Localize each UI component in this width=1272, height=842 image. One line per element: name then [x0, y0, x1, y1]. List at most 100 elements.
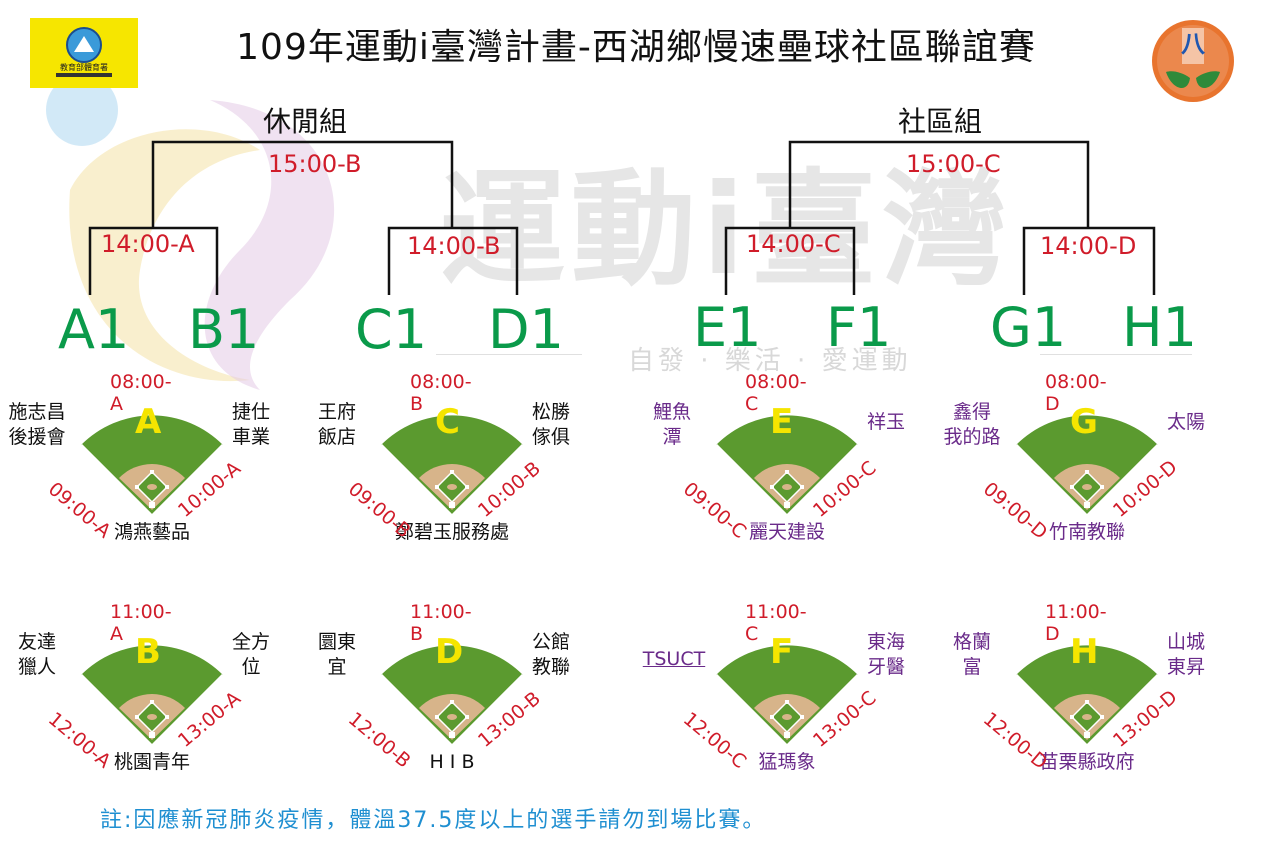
baseball-field-icon	[79, 645, 225, 748]
field-left-team-line: 飯店	[317, 426, 356, 448]
field-left-team-line: 鯉魚	[652, 401, 691, 423]
field-right-team: 祥玉	[857, 410, 915, 435]
watermark: 運動i臺灣	[440, 158, 1013, 303]
field-left-team-line: 獵人	[17, 656, 56, 678]
semi-time-c: 14:00-C	[746, 230, 841, 258]
field-left-team: 鑫得我的路	[937, 400, 1007, 450]
field-right-team-line: 松勝	[531, 401, 570, 423]
field-left-team-line: 圜東	[317, 631, 356, 653]
team-h1: H1	[1122, 296, 1197, 359]
final-time-leisure: 15:00-B	[268, 150, 362, 178]
field-bottom-team: 鴻燕藝品	[113, 521, 190, 543]
field-left-team-line: 宜	[327, 656, 347, 678]
field-left-team: 友達獵人	[2, 630, 72, 680]
field-left-team: 王府飯店	[302, 400, 372, 450]
baseball-field-icon	[714, 645, 860, 748]
field-right-team-line: 教聯	[531, 656, 570, 678]
field-letter: D	[435, 632, 464, 672]
field-letter: H	[1070, 632, 1099, 672]
field-right-team-line: 祥玉	[866, 411, 905, 433]
field-right-team: 松勝傢俱	[522, 400, 580, 450]
field-bottom-team: 苗栗縣政府	[1039, 751, 1135, 773]
field-right-team-line: 東海	[866, 631, 905, 653]
field-left-team-line: 潭	[662, 426, 682, 448]
field-letter: F	[770, 632, 794, 672]
field-letter: A	[135, 402, 162, 442]
field-right-team-line: 山城	[1166, 631, 1205, 653]
baseball-field-icon	[79, 415, 225, 518]
field-left-team-line: 鑫得	[952, 401, 991, 423]
field-left-team-line: 我的路	[943, 426, 1001, 448]
field-bottom-team: 猛瑪象	[758, 751, 816, 773]
team-e1: E1	[693, 296, 762, 359]
ministry-logo-text: 教育部體育署	[60, 63, 108, 72]
field-left-team-line: 富	[962, 656, 982, 678]
team-g1: G1	[990, 296, 1067, 359]
field-right-team-line: 捷仕	[231, 401, 270, 423]
field-top-time: 11:00-B	[410, 601, 472, 645]
field-left-team-line: 王府	[317, 401, 356, 423]
group-title-leisure: 休閒組	[263, 105, 348, 138]
field-top-time: 11:00-A	[110, 601, 172, 645]
field-left-team: TSUCT	[639, 647, 709, 672]
team-b1: B1	[188, 298, 260, 361]
field-top-time: 08:00-C	[745, 371, 807, 415]
field-right-team-line: 位	[241, 656, 261, 678]
team-f1: F1	[826, 296, 892, 359]
semi-time-a: 14:00-A	[101, 230, 195, 258]
field-right-team: 東海牙醫	[857, 630, 915, 680]
baseball-field-icon	[1014, 415, 1160, 518]
field-right-team: 捷仕車業	[222, 400, 280, 450]
watermark-line-2	[1040, 354, 1192, 355]
note: 註:因應新冠肺炎疫情，體溫37.5度以上的選手請勿到場比賽。	[100, 808, 767, 833]
final-time-community: 15:00-C	[906, 150, 1001, 178]
field-letter: B	[135, 632, 161, 672]
field-left-team-line: 施志昌	[8, 401, 66, 423]
baseball-field-icon	[1014, 645, 1160, 748]
field-bottom-team: 桃園青年	[113, 751, 190, 773]
team-d1: D1	[488, 298, 564, 361]
field-left-team-line: 友達	[17, 631, 56, 653]
field-right-team-line: 公館	[531, 631, 570, 653]
semi-time-b: 14:00-B	[407, 232, 501, 260]
field-bottom-team: H I B	[429, 751, 475, 773]
background-swirl	[46, 74, 335, 390]
team-c1: C1	[355, 298, 428, 361]
township-logo-text: 八	[1181, 30, 1205, 58]
field-top-time: 08:00-D	[1045, 371, 1107, 415]
field-letter: G	[1070, 402, 1098, 442]
field-right-team-line: 牙醫	[866, 656, 905, 678]
semi-time-d: 14:00-D	[1040, 232, 1137, 260]
ministry-logo: 教育部體育署	[30, 18, 138, 88]
field-bottom-team: 麗天建設	[748, 521, 825, 543]
field-letter: C	[435, 402, 460, 442]
field-top-time: 11:00-C	[745, 601, 807, 645]
field-right-team: 全方位	[222, 630, 280, 680]
field-right-team-line: 車業	[231, 426, 270, 448]
field-left-team: 圜東宜	[302, 630, 372, 680]
field-left-team-line: TSUCT	[642, 648, 706, 670]
field-top-time: 08:00-B	[410, 371, 472, 415]
field-right-team: 公館教聯	[522, 630, 580, 680]
baseball-field-icon	[379, 415, 525, 518]
field-left-team: 施志昌後援會	[2, 400, 72, 450]
field-right-team-line: 東昇	[1166, 656, 1205, 678]
field-top-time: 08:00-A	[110, 371, 172, 415]
field-left-team-line: 後援會	[8, 426, 66, 448]
field-right-team: 太陽	[1157, 410, 1215, 435]
watermark-subtitle: 自發 · 樂活 · 愛運動	[628, 346, 912, 376]
field-right-team-line: 傢俱	[531, 426, 570, 448]
ministry-emblem-icon	[56, 27, 112, 77]
baseball-field-icon	[379, 645, 525, 748]
field-left-team-line: 格蘭	[952, 631, 991, 653]
field-right-team: 山城東昇	[1157, 630, 1215, 680]
watermark-line	[436, 354, 582, 355]
township-logo: 八	[1152, 20, 1234, 102]
township-emblem-icon	[1157, 25, 1229, 97]
page-title: 109年運動i臺灣計畫-西湖鄉慢速壘球社區聯誼賽	[236, 27, 1036, 68]
field-right-team-line: 太陽	[1166, 411, 1205, 433]
field-letter: E	[770, 402, 794, 442]
field-bottom-team: 竹南教聯	[1048, 521, 1125, 543]
group-title-community: 社區組	[898, 105, 983, 138]
